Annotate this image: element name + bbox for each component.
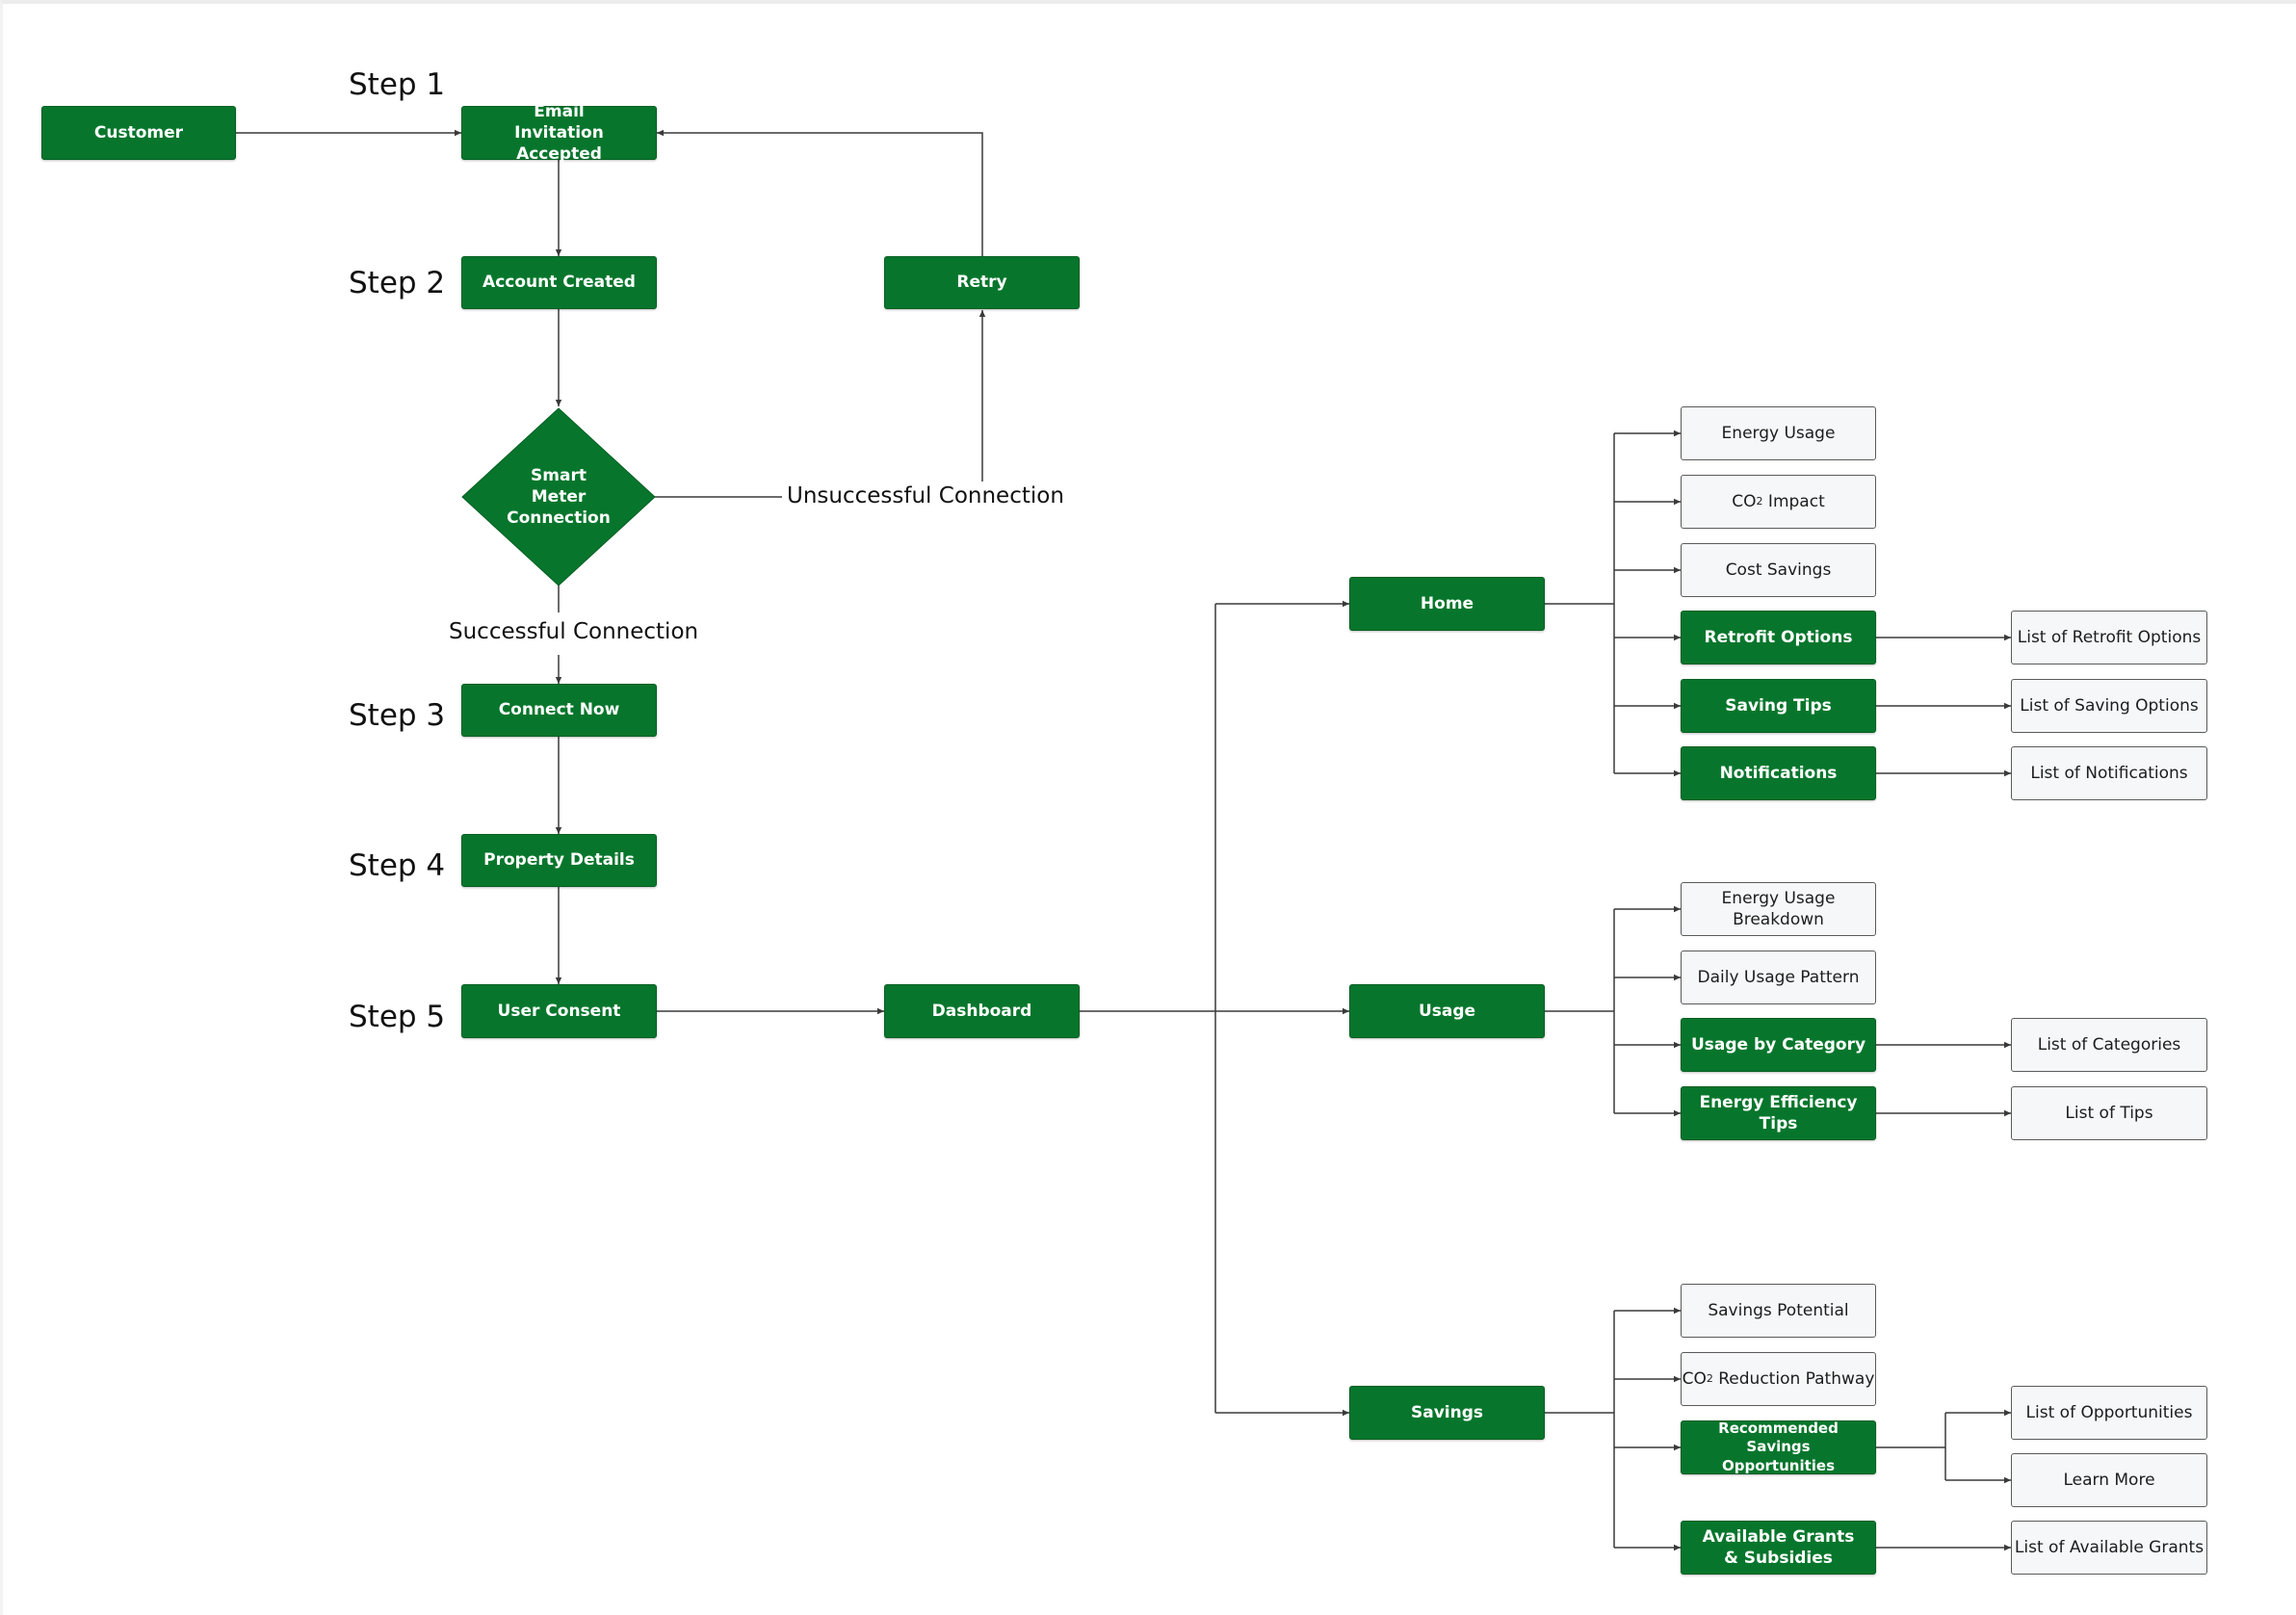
usage-node[interactable]: Usage xyxy=(1349,984,1545,1038)
list-notifications-node[interactable]: List of Notifications xyxy=(2011,746,2207,800)
step-1-label: Step 1 xyxy=(349,67,446,102)
learn-more-node[interactable]: Learn More xyxy=(2011,1453,2207,1507)
energy-usage-breakdown-node[interactable]: Energy Usage Breakdown xyxy=(1681,882,1876,936)
daily-usage-pattern-node[interactable]: Daily Usage Pattern xyxy=(1681,951,1876,1004)
step-3-label: Step 3 xyxy=(349,698,446,733)
list-categories-node[interactable]: List of Categories xyxy=(2011,1018,2207,1072)
available-grants-node[interactable]: Available Grants & Subsidies xyxy=(1681,1521,1876,1575)
user-consent-node[interactable]: User Consent xyxy=(461,984,657,1038)
recommended-savings-node[interactable]: Recommended Savings Opportunities xyxy=(1681,1420,1876,1474)
connect-now-node[interactable]: Connect Now xyxy=(461,684,657,737)
successful-connection-label: Successful Connection xyxy=(449,619,699,644)
energy-efficiency-tips-node[interactable]: Energy Efficiency Tips xyxy=(1681,1086,1876,1140)
home-node[interactable]: Home xyxy=(1349,577,1545,631)
notifications-node[interactable]: Notifications xyxy=(1681,746,1876,800)
step-2-label: Step 2 xyxy=(349,266,446,300)
dashboard-node[interactable]: Dashboard xyxy=(884,984,1080,1038)
retrofit-options-node[interactable]: Retrofit Options xyxy=(1681,611,1876,664)
list-tips-node[interactable]: List of Tips xyxy=(2011,1086,2207,1140)
savings-node[interactable]: Savings xyxy=(1349,1386,1545,1440)
unsuccessful-connection-label: Unsuccessful Connection xyxy=(787,483,1064,508)
retry-node[interactable]: Retry xyxy=(884,256,1080,309)
list-saving-options-node[interactable]: List of Saving Options xyxy=(2011,679,2207,733)
list-available-grants-node[interactable]: List of Available Grants xyxy=(2011,1521,2207,1575)
step-5-label: Step 5 xyxy=(349,1000,446,1034)
property-details-node[interactable]: Property Details xyxy=(461,834,657,887)
smart-meter-label: Smart Meter Connection xyxy=(507,465,611,529)
list-retrofit-options-node[interactable]: List of Retrofit Options xyxy=(2011,611,2207,664)
saving-tips-node[interactable]: Saving Tips xyxy=(1681,679,1876,733)
usage-by-category-node[interactable]: Usage by Category xyxy=(1681,1018,1876,1072)
smart-meter-diamond xyxy=(461,407,656,586)
customer-node[interactable]: Customer xyxy=(41,106,236,160)
account-created-node[interactable]: Account Created xyxy=(461,256,657,309)
savings-potential-node[interactable]: Savings Potential xyxy=(1681,1284,1876,1338)
email-invitation-node[interactable]: Email Invitation Accepted xyxy=(461,102,657,164)
edge-retry-email xyxy=(657,129,983,256)
list-opportunities-node[interactable]: List of Opportunities xyxy=(2011,1386,2207,1440)
cost-savings-node[interactable]: Cost Savings xyxy=(1681,543,1876,597)
step-4-label: Step 4 xyxy=(349,848,446,883)
energy-usage-node[interactable]: Energy Usage xyxy=(1681,406,1876,460)
